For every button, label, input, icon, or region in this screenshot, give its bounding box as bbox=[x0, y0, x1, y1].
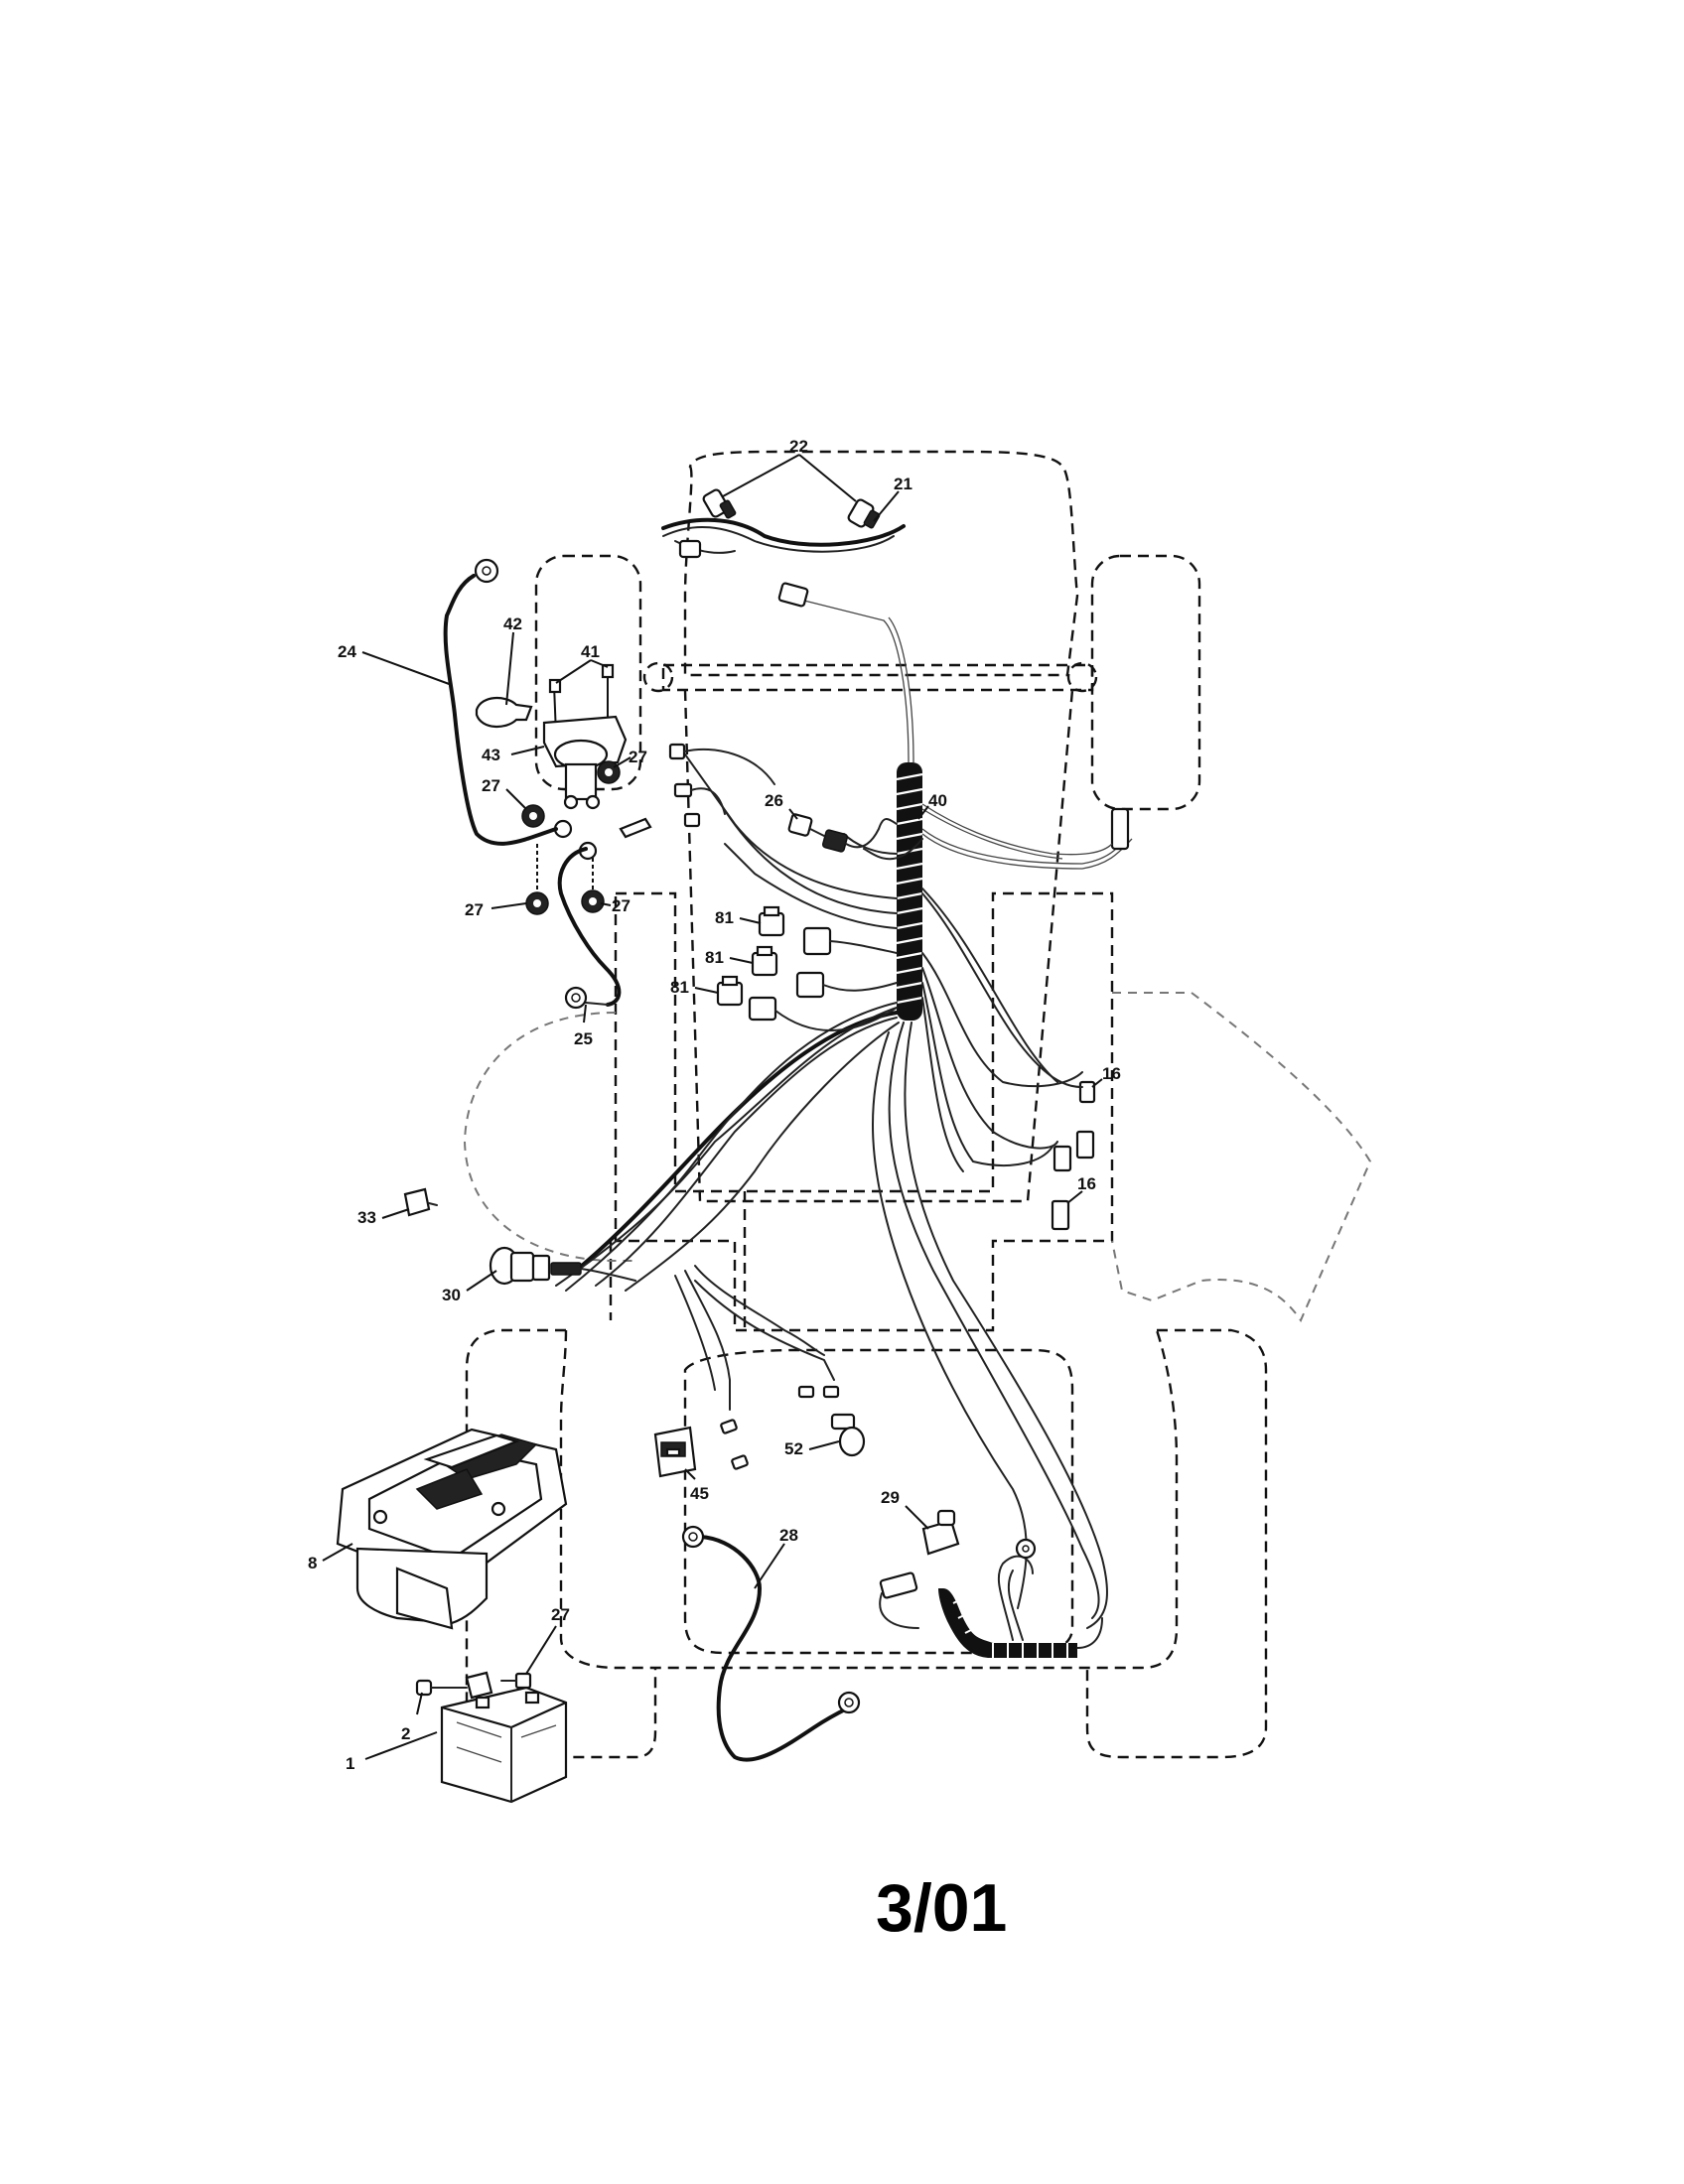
ignition-switch-30 bbox=[489, 1246, 636, 1286]
battery-box-8 bbox=[336, 1428, 568, 1630]
callout-25: 25 bbox=[574, 1029, 593, 1048]
front-left-wheel bbox=[534, 554, 642, 791]
callout-1: 1 bbox=[346, 1754, 354, 1773]
nut-27-c bbox=[525, 891, 549, 915]
rear-right-wheel bbox=[1085, 1328, 1268, 1759]
terminal-boot-42 bbox=[475, 697, 533, 728]
callout-28: 28 bbox=[779, 1526, 798, 1545]
callout-27-b: 27 bbox=[482, 776, 500, 795]
relays-81 bbox=[716, 905, 898, 1031]
nut-27-d bbox=[581, 889, 605, 913]
headlight-harness-plug bbox=[777, 582, 809, 608]
callout-16-a: 16 bbox=[1102, 1064, 1121, 1083]
callout-2: 2 bbox=[401, 1724, 410, 1743]
right-side-plug bbox=[921, 803, 1113, 860]
rear-body-outline bbox=[559, 1329, 1179, 1670]
fuse-33 bbox=[403, 1187, 438, 1217]
hour-meter-45 bbox=[653, 1419, 749, 1478]
frame-outline bbox=[614, 891, 1114, 1332]
callout-16-b: 16 bbox=[1077, 1174, 1096, 1193]
tractor-outline bbox=[463, 450, 1372, 1759]
callout-30: 30 bbox=[442, 1286, 461, 1304]
cable-25 bbox=[557, 847, 622, 1010]
relay-81-b bbox=[751, 945, 778, 977]
callout-42: 42 bbox=[503, 614, 522, 633]
callout-27-c: 27 bbox=[465, 900, 484, 919]
date-code: 3/01 bbox=[876, 1870, 1007, 1946]
ring-terminal-25 bbox=[564, 986, 588, 1010]
relay-81-a bbox=[758, 905, 785, 937]
connectors-26 bbox=[787, 813, 898, 853]
callout-22: 22 bbox=[789, 437, 808, 456]
ring-terminal-28-a bbox=[681, 1525, 705, 1549]
callout-43: 43 bbox=[482, 746, 500, 764]
headlight-left bbox=[702, 488, 737, 519]
ring-terminal-28-b bbox=[837, 1691, 861, 1714]
rear-left-wheel bbox=[465, 1328, 657, 1759]
ground-cable-28 bbox=[681, 1525, 861, 1762]
relay-81-c bbox=[716, 975, 744, 1007]
callout-81-b: 81 bbox=[705, 948, 724, 967]
nut-27-b bbox=[521, 804, 545, 828]
battery-bolt-2 bbox=[415, 1671, 493, 1700]
callout-27-a: 27 bbox=[629, 748, 647, 766]
callout-81-c: 81 bbox=[670, 978, 689, 997]
headlight-right bbox=[847, 498, 881, 529]
callout-41: 41 bbox=[581, 642, 600, 661]
cable-24 bbox=[443, 558, 558, 846]
headlight-plug bbox=[678, 539, 702, 559]
callout-29: 29 bbox=[881, 1488, 900, 1507]
headlight-assembly bbox=[661, 488, 906, 608]
callout-21: 21 bbox=[894, 475, 912, 493]
callout-26: 26 bbox=[765, 791, 783, 810]
hood-outline bbox=[683, 450, 1079, 677]
mower-deck-outline bbox=[463, 992, 1372, 1323]
seat-switch-connectors-16 bbox=[921, 807, 1130, 1231]
callout-81-a: 81 bbox=[715, 908, 734, 927]
callout-33: 33 bbox=[357, 1208, 376, 1227]
callout-24: 24 bbox=[338, 642, 356, 661]
callout-40: 40 bbox=[928, 791, 947, 810]
solenoid-assembly bbox=[475, 663, 652, 915]
front-clips bbox=[668, 743, 775, 828]
battery-nut-27 bbox=[500, 1672, 532, 1690]
front-right-wheel bbox=[1090, 554, 1201, 811]
battery-1 bbox=[440, 1686, 568, 1804]
callout-52: 52 bbox=[784, 1439, 803, 1458]
callouts: 22 21 24 42 41 43 27 27 27 27 26 40 81 8… bbox=[308, 437, 1121, 1773]
lamp-52 bbox=[797, 1385, 866, 1457]
safety-switch-29 bbox=[879, 1509, 1103, 1658]
main-harness-40 bbox=[555, 600, 1133, 1629]
callout-27-d: 27 bbox=[612, 896, 631, 915]
callout-45: 45 bbox=[690, 1484, 709, 1503]
callout-27-e: 27 bbox=[551, 1605, 570, 1624]
callout-8: 8 bbox=[308, 1554, 317, 1572]
ring-terminal-24 bbox=[474, 558, 499, 584]
